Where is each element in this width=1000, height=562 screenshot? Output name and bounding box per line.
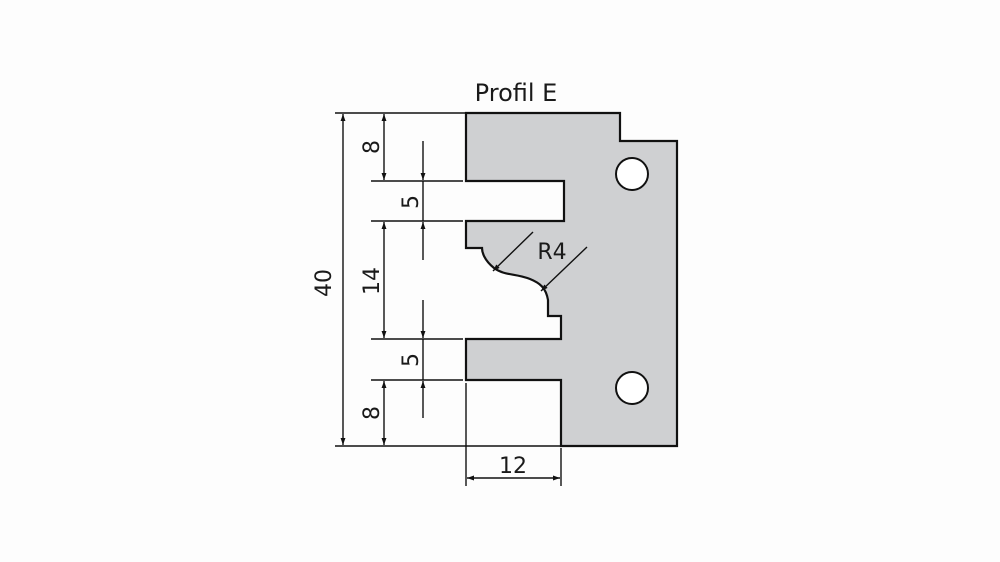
extension-lines [335, 112, 562, 486]
drawing-title: Profil E [475, 79, 558, 107]
radius-leaders [492, 231, 588, 292]
mounting-hole-lower [615, 371, 649, 405]
dim-label-14: 14 [360, 267, 385, 295]
dim-label-40: 40 [312, 269, 337, 297]
radius-label: R4 [537, 240, 566, 265]
cutter-profile-shape [464, 111, 679, 448]
dim-label-12: 12 [499, 454, 527, 479]
mounting-hole-upper [615, 157, 649, 191]
dim-label-5-lower: 5 [399, 353, 424, 367]
dim-label-8-top: 8 [360, 140, 385, 154]
dim-label-8-bottom: 8 [360, 406, 385, 420]
dim-label-5-upper: 5 [399, 195, 424, 209]
